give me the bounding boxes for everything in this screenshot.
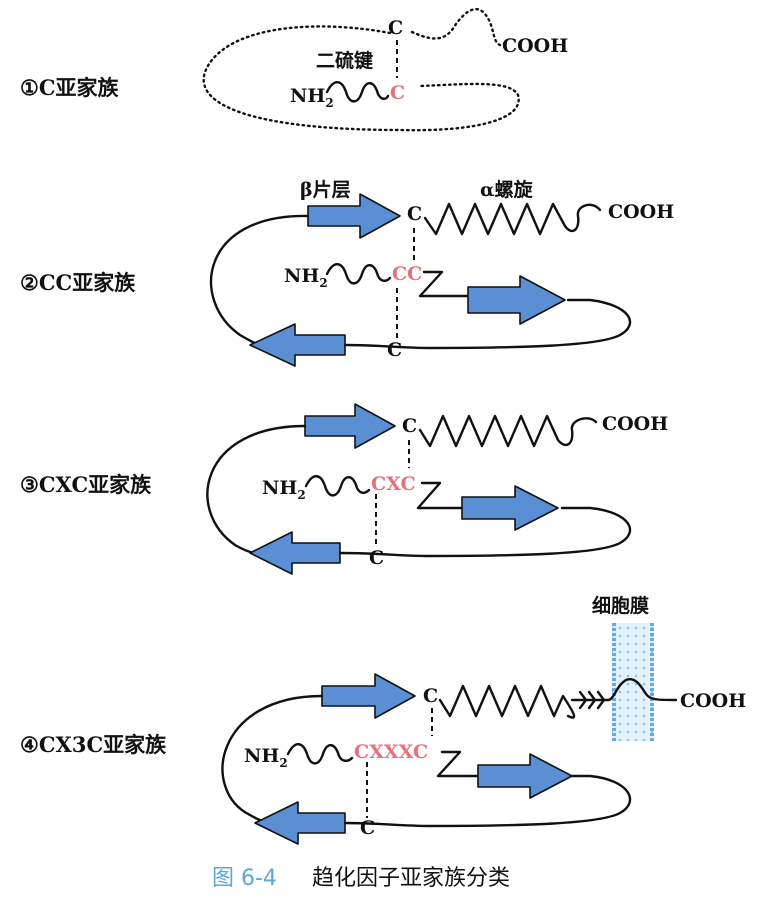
figure-number: 图 6-4	[212, 866, 277, 891]
beta-strand-arrow-2	[249, 531, 341, 575]
figure-title: 趋化因子亚家族分类	[312, 866, 510, 891]
n-terminal-chain	[304, 475, 371, 497]
family-label-cxc: ③CXC亚家族	[20, 472, 152, 497]
turn-chain	[416, 481, 467, 510]
cooh-terminus: COOH	[608, 201, 674, 223]
alpha-helix	[418, 414, 598, 448]
n-terminus: NH2	[262, 477, 306, 502]
panel-cc-subfamily: ②CC亚家族 β片层 α螺旋 C COOH C NH2 CC	[20, 178, 674, 367]
cysteine-motif: C	[390, 82, 405, 104]
beta-sheet-label: β片层	[300, 178, 351, 201]
panel-c-subfamily: ①C亚家族 C COOH 二硫键 NH2 C	[20, 7, 568, 132]
beta-strand-arrow-3	[467, 275, 566, 325]
turn-chain	[436, 750, 482, 778]
beta-strand-arrow-2	[249, 323, 346, 367]
cysteine-bottom: C	[387, 339, 402, 361]
protein-chain-dotted	[202, 25, 520, 132]
cx3c-motif: CXXXC	[354, 741, 428, 763]
family-label-cc: ②CC亚家族	[20, 270, 136, 295]
cysteine-helix-start: C	[402, 415, 417, 437]
transmembrane-segment	[606, 678, 678, 702]
figure-caption: 图 6-4 趋化因子亚家族分类	[212, 866, 510, 891]
alpha-helix-label: α螺旋	[480, 178, 534, 201]
n-terminal-chain	[325, 81, 390, 103]
cxc-motif: CXC	[371, 473, 416, 495]
beta-strand-arrow-3	[477, 753, 573, 799]
panel-cx3c-subfamily: ④CX3C亚家族 细胞膜 C COOH C NH2 CXXXC	[20, 594, 746, 845]
cc-motif: CC	[392, 263, 422, 285]
family-label-c: ①C亚家族	[20, 75, 120, 100]
n-terminal-chain	[286, 743, 354, 765]
c-terminal-loop	[343, 298, 632, 350]
n-terminus: NH2	[284, 265, 328, 290]
cysteine-top: C	[388, 17, 403, 39]
c-terminal-dotted	[410, 7, 502, 47]
beta-strand-arrow-3	[461, 485, 559, 531]
stalk-glycosylation	[570, 690, 610, 710]
beta-strand-arrow-1	[307, 193, 401, 239]
beta-strand-arrow-1	[321, 673, 416, 719]
turn-chain	[418, 270, 472, 298]
cysteine-bottom: C	[369, 547, 384, 569]
family-label-cx3c: ④CX3C亚家族	[20, 732, 167, 757]
c-terminal-loop	[338, 506, 632, 558]
n-terminal-chain	[325, 263, 392, 285]
alpha-helix	[423, 202, 602, 236]
cell-membrane-label: 细胞膜	[592, 594, 649, 617]
beta-strand-arrow-1	[304, 403, 396, 449]
cooh-terminus: COOH	[502, 35, 568, 57]
cysteine-bottom: C	[360, 817, 375, 839]
c-terminal-loop	[343, 774, 632, 828]
cooh-terminus: COOH	[680, 690, 746, 712]
cell-membrane	[612, 623, 654, 741]
cysteine-helix-start: C	[407, 203, 422, 225]
n-terminus: NH2	[244, 745, 288, 770]
alpha-helix	[438, 684, 576, 719]
disulfide-bond-label: 二硫键	[316, 49, 373, 72]
cysteine-helix-start: C	[423, 685, 438, 707]
n-terminus: NH2	[290, 85, 334, 110]
cooh-terminus: COOH	[602, 413, 668, 435]
beta-strand-arrow-2	[254, 801, 346, 845]
panel-cxc-subfamily: ③CXC亚家族 C COOH C NH2 CXC	[20, 403, 668, 575]
